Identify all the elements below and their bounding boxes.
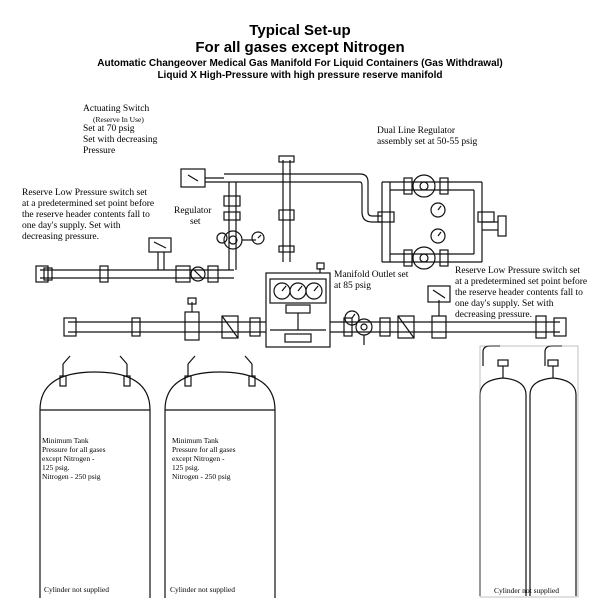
reserve-low-switch-right bbox=[427, 285, 451, 303]
manifold-gauge-3 bbox=[305, 282, 323, 300]
manifold-control-box bbox=[265, 272, 331, 348]
high-pressure-cylinder-1 bbox=[479, 377, 527, 596]
actuating-switch-label: Actuating Switch (Reserve In Use) Set at… bbox=[83, 104, 158, 156]
cylinders-not-supplied: Cylinder not supplied bbox=[494, 586, 559, 595]
reserve-low-switch-left-label: Reserve Low Pressure switch set at a pre… bbox=[22, 188, 155, 242]
diagram-subtitle: For all gases except Nitrogen bbox=[195, 39, 405, 56]
tank-2-not-supplied: Cylinder not supplied bbox=[170, 585, 235, 594]
liquid-container-left-1 bbox=[39, 371, 151, 598]
diagram-description-line-1: Automatic Changeover Medical Gas Manifol… bbox=[97, 58, 503, 69]
reserve-low-switch-right-label: Reserve Low Pressure switch set at a pre… bbox=[455, 266, 588, 320]
dual-regulator-upper bbox=[412, 174, 436, 198]
tank-2-min-pressure-note: Minimum Tank Pressure for all gases exce… bbox=[172, 436, 236, 481]
diagram-title: Typical Set-up bbox=[249, 22, 351, 39]
outlet-regulator-gauge bbox=[344, 310, 360, 326]
tank-1-min-pressure-note: Minimum Tank Pressure for all gases exce… bbox=[42, 436, 106, 481]
regulator-set-label: Regulator set bbox=[174, 206, 212, 227]
dual-regulator-lower bbox=[412, 246, 436, 270]
diagram-description-line-2: Liquid X High-Pressure with high pressur… bbox=[157, 70, 443, 81]
tank-1-not-supplied: Cylinder not supplied bbox=[44, 585, 109, 594]
manifold-outlet-label: Manifold Outlet set at 85 psig bbox=[334, 270, 409, 291]
gauge-regulator-left bbox=[251, 231, 265, 245]
dual-line-regulator-label: Dual Line Regulator assembly set at 50-5… bbox=[377, 126, 478, 147]
high-pressure-cylinder-2 bbox=[529, 377, 577, 596]
reserve-low-switch-left bbox=[148, 237, 172, 253]
liquid-container-left-2 bbox=[164, 371, 276, 598]
